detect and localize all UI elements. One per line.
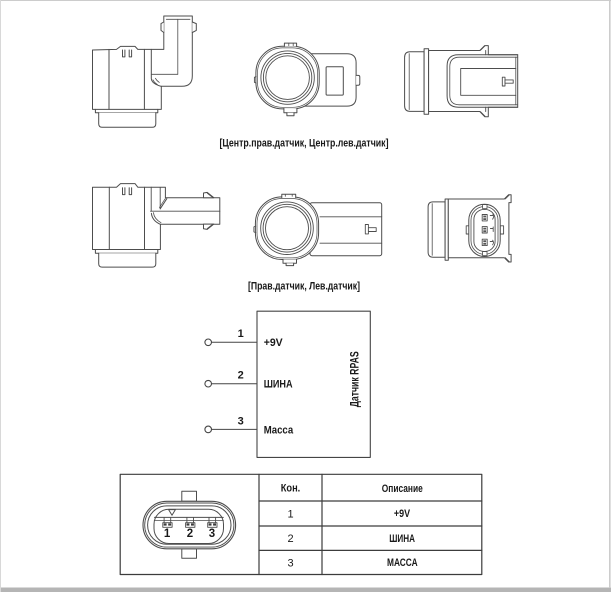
svg-text:Масса: Масса: [264, 424, 294, 436]
svg-text:+9V: +9V: [394, 508, 411, 520]
svg-text:1: 1: [287, 509, 293, 521]
svg-text:3: 3: [209, 528, 215, 540]
svg-text:2: 2: [187, 528, 193, 540]
svg-text:2: 2: [287, 533, 293, 545]
svg-text:Кон.: Кон.: [281, 483, 301, 495]
svg-text:ШИНА: ШИНА: [389, 533, 415, 545]
svg-text:3: 3: [238, 415, 244, 427]
svg-text:+9V: +9V: [264, 337, 284, 349]
svg-text:Датчик RPAS: Датчик RPAS: [350, 351, 362, 407]
svg-text:1: 1: [238, 328, 244, 340]
svg-text:2: 2: [238, 370, 244, 382]
svg-text:[Центр.прав.датчик, Центр.лев.: [Центр.прав.датчик, Центр.лев.датчик]: [220, 138, 389, 150]
svg-text:Описание: Описание: [382, 483, 423, 495]
svg-text:МАССА: МАССА: [387, 557, 418, 569]
svg-text:3: 3: [287, 558, 293, 570]
svg-text:1: 1: [164, 528, 171, 540]
svg-text:ШИНА: ШИНА: [264, 379, 293, 391]
svg-text:[Прав.датчик, Лев.датчик]: [Прав.датчик, Лев.датчик]: [248, 280, 360, 292]
